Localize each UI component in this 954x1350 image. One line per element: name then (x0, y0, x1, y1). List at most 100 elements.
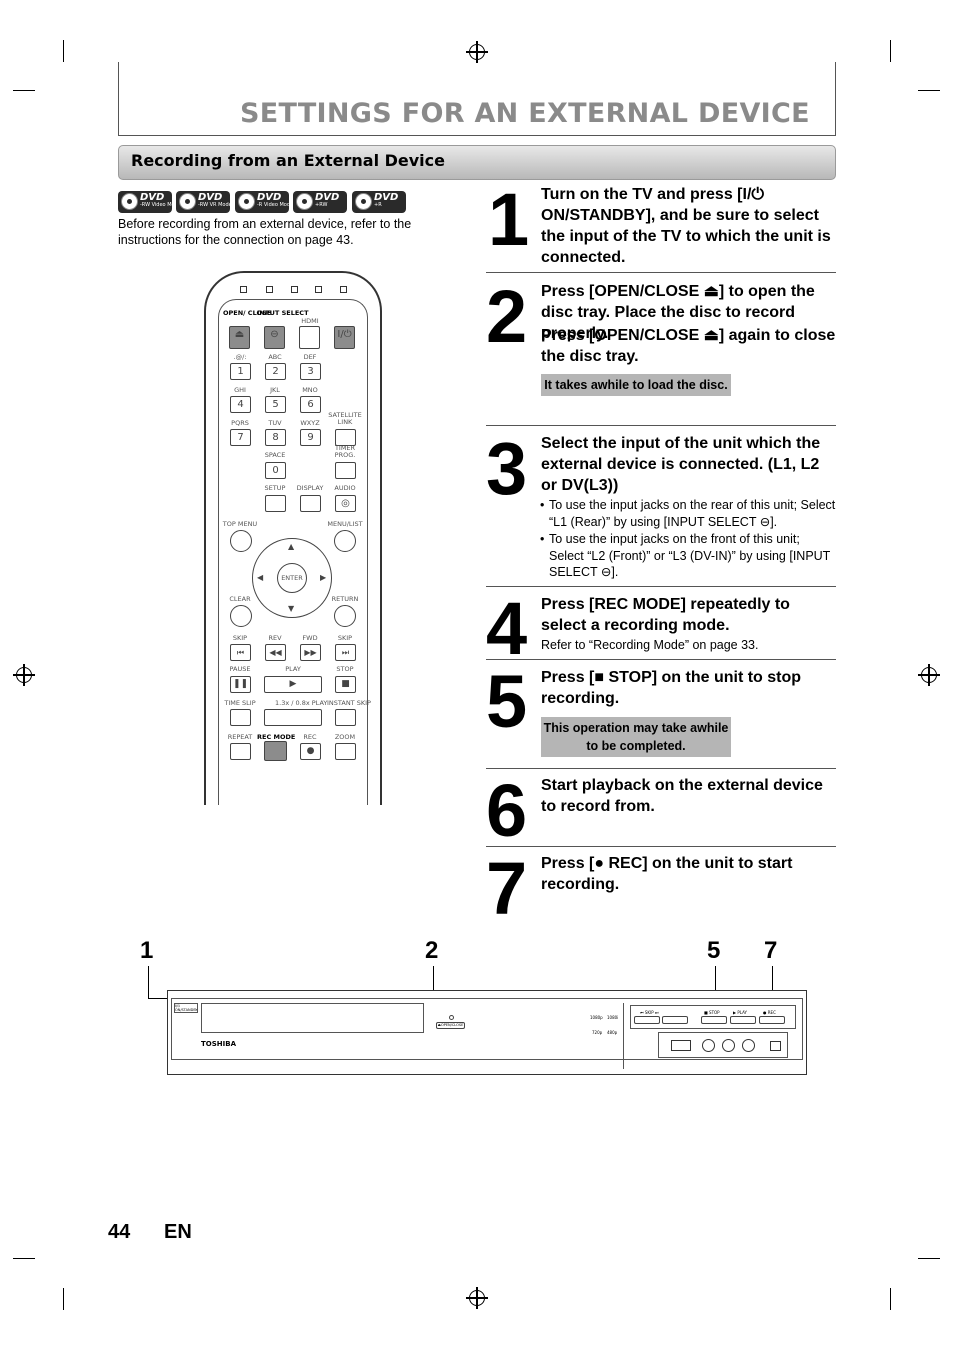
step-divider (486, 425, 836, 426)
input-select-button[interactable]: ⊖ (264, 326, 285, 349)
play-button[interactable]: ▶ (264, 676, 322, 693)
step-divider (486, 659, 836, 660)
step-text: Press [OPEN/CLOSE ⏏] to open the disc tr… (541, 283, 815, 342)
callout-number: 2 (425, 937, 439, 964)
return-label: RETURN (331, 595, 359, 603)
display-button[interactable] (300, 495, 321, 512)
zoom-label: ZOOM (334, 733, 356, 741)
audio-jack-icon (722, 1039, 735, 1052)
remote-led (240, 286, 247, 293)
key-label: .@/: (233, 353, 247, 361)
key-label: MNO (302, 386, 318, 394)
step-divider (486, 272, 836, 273)
registration-mark-icon (466, 41, 488, 63)
device-rec-label: ● REC (763, 1010, 776, 1015)
time-slip-button[interactable] (230, 709, 251, 726)
key-label: TUV (268, 419, 282, 427)
menu-list-button[interactable] (334, 530, 356, 552)
key-3-button[interactable]: 3 (300, 363, 321, 380)
section-bar (118, 145, 836, 180)
time-slip-label: TIME SLIP (224, 699, 256, 707)
up-arrow-icon[interactable]: ▲ (288, 542, 295, 551)
callout-line (148, 966, 149, 999)
key-2-button[interactable]: 2 (265, 363, 286, 380)
clear-label: CLEAR (229, 595, 251, 603)
step-number: 4 (486, 587, 527, 670)
language-label: EN (164, 1221, 192, 1243)
crop-mark (63, 40, 64, 62)
skip-back-button[interactable]: ⏮ (230, 644, 251, 661)
brand-logo: TOSHIBA (201, 1040, 236, 1048)
slow-play-button[interactable] (264, 709, 322, 726)
step-note: It takes awhile to load the disc. (541, 374, 731, 396)
device-skip-back-button[interactable] (634, 1016, 660, 1024)
down-arrow-icon[interactable]: ▼ (288, 604, 295, 613)
instant-skip-button[interactable] (335, 709, 356, 726)
key-8-button[interactable]: 8 (265, 429, 286, 446)
key-1-button[interactable]: 1 (230, 363, 251, 380)
res-indicator: 480p (607, 1030, 618, 1035)
key-5-button[interactable]: 5 (265, 396, 286, 413)
pause-label: PAUSE (229, 665, 251, 673)
dvd-recorder-front (171, 998, 803, 1060)
res-indicator: 1080p (590, 1015, 603, 1020)
step-text: Select the input of the unit which the e… (541, 435, 821, 494)
satellite-link-label: SATELLITE LINK (328, 411, 362, 426)
power-button[interactable]: I/⏻ (334, 326, 355, 349)
stop-label: STOP (336, 665, 354, 673)
rec-mode-button[interactable] (264, 741, 287, 761)
device-power-button[interactable]: I/⏻ ON/STANDBY (174, 1003, 198, 1013)
registration-mark-icon (466, 1287, 488, 1309)
step-number: 1 (488, 178, 529, 261)
key-9-button[interactable]: 9 (300, 429, 321, 446)
device-skip-forward-button[interactable] (662, 1016, 688, 1024)
menu-list-label: MENU/LIST (327, 520, 363, 528)
remote-led (315, 286, 322, 293)
remote-panel (218, 299, 368, 805)
timer-prog-button[interactable] (335, 462, 356, 479)
skip-label: SKIP (232, 634, 248, 642)
right-arrow-icon[interactable]: ▶ (320, 573, 327, 582)
repeat-button[interactable] (230, 743, 251, 760)
pause-button[interactable]: ❚❚ (230, 676, 251, 693)
dv-port-icon (770, 1041, 781, 1051)
setup-button[interactable] (265, 495, 286, 512)
key-7-button[interactable]: 7 (230, 429, 251, 446)
key-4-button[interactable]: 4 (230, 396, 251, 413)
remote-led (266, 286, 273, 293)
fwd-button[interactable]: ▶▶ (300, 644, 321, 661)
crop-mark (918, 1258, 940, 1259)
satellite-link-button[interactable] (335, 429, 356, 446)
return-button[interactable] (334, 605, 356, 627)
stop-button[interactable]: ■ (335, 676, 356, 693)
key-6-button[interactable]: 6 (300, 396, 321, 413)
rec-button[interactable]: ● (300, 743, 321, 760)
zoom-button[interactable] (335, 743, 356, 760)
open-close-button[interactable]: ⏏ (229, 326, 250, 349)
audio-button[interactable]: ◎ (335, 495, 356, 512)
hdmi-button[interactable] (299, 326, 320, 349)
device-stop-button[interactable] (701, 1016, 727, 1024)
step-text: Start playback on the external device to… (541, 777, 823, 815)
res-indicator: 720p (592, 1030, 603, 1035)
step-text: Press [■ STOP] on the unit to stop recor… (541, 669, 802, 707)
setup-label: SETUP (264, 484, 286, 492)
panel-divider (623, 1003, 624, 1069)
key-label: ABC (268, 353, 282, 361)
step-note: This operation may take awhile to be com… (541, 717, 731, 757)
device-play-button[interactable] (730, 1016, 756, 1024)
enter-button[interactable] (277, 563, 307, 593)
key-0-button[interactable]: 0 (265, 462, 286, 479)
hdmi-label: HDMI (301, 317, 319, 325)
dpad[interactable] (252, 538, 332, 618)
step-divider (486, 768, 836, 769)
open-close-label: OPEN/ CLOSE (223, 309, 272, 317)
rev-button[interactable]: ◀◀ (265, 644, 286, 661)
play-label: PLAY (285, 665, 301, 673)
top-menu-button[interactable] (230, 530, 252, 552)
device-open-close-button[interactable]: ⏏OPEN/CLOSE (436, 1022, 465, 1029)
left-arrow-icon[interactable]: ◀ (257, 573, 264, 582)
skip-forward-button[interactable]: ⏭ (335, 644, 356, 661)
device-rec-button[interactable] (759, 1016, 785, 1024)
clear-button[interactable] (230, 605, 252, 627)
